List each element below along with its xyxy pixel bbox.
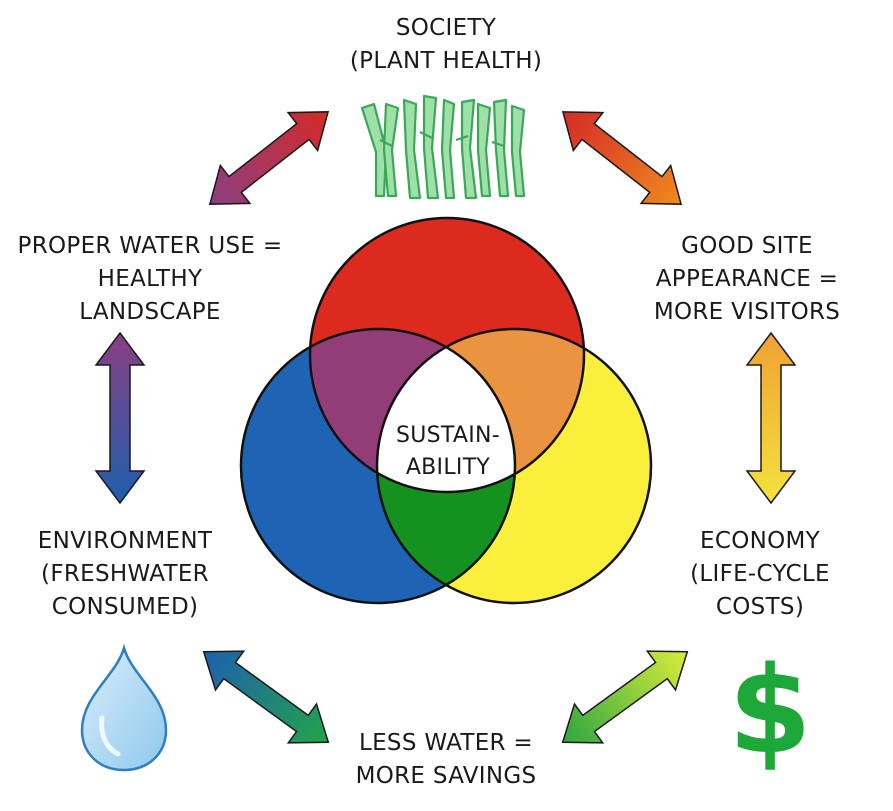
society-title: SOCIETY	[395, 15, 497, 41]
proper-water-use-label: PROPER WATER USE = HEALTHY LANDSCAPE	[17, 233, 283, 325]
arrow-goodsite-economy	[745, 331, 797, 505]
water-drop-icon	[80, 643, 168, 772]
arrow-environment-lesswater	[202, 650, 330, 744]
society-label: SOCIETY (PLANT HEALTH)	[296, 12, 596, 78]
arrow-society-goodsite	[561, 111, 683, 205]
plant-grass-icon	[360, 94, 526, 200]
less-water-label: LESS WATER = MORE SAVINGS	[355, 730, 537, 789]
arrow-proper-environment	[94, 331, 146, 505]
arrow-society-proper	[208, 111, 330, 205]
dollar-sign-icon: $	[728, 642, 812, 781]
sustainability-center-label: SUSTAIN- ABILITY	[395, 423, 501, 480]
economy-label: ECONOMY (LIFE-CYCLE COSTS)	[690, 528, 830, 620]
society-subtitle: (PLANT HEALTH)	[349, 48, 543, 74]
good-site-appearance-label: GOOD SITE APPEARANCE = MORE VISITORS	[653, 233, 841, 325]
venn-diagram	[239, 216, 653, 605]
environment-label: ENVIRONMENT (FRESHWATER CONSUMED)	[37, 528, 213, 620]
arrow-lesswater-economy	[561, 650, 689, 744]
